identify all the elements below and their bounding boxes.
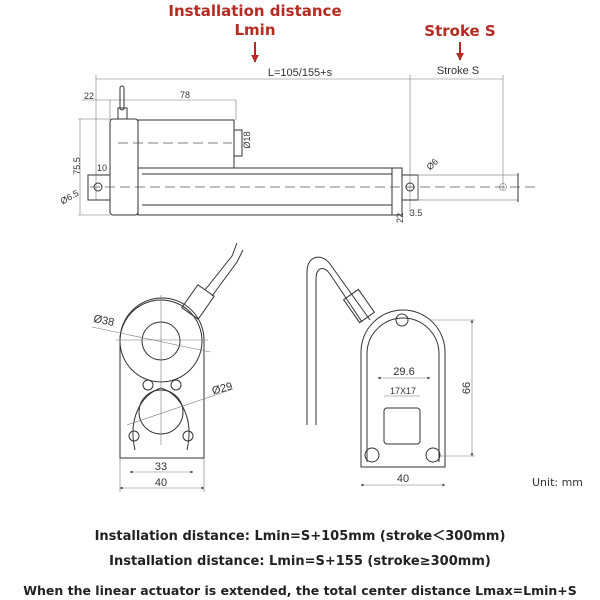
note-long-stroke: Installation distance: Lmin=S+155 (strok… [109, 554, 491, 569]
dim-40: 40 [155, 477, 167, 489]
dim-66: 66 [461, 382, 473, 394]
dim-d29: Ø29 [211, 380, 234, 397]
note-lmax: When the linear actuator is extended, th… [23, 583, 577, 598]
stroke-label: Stroke S [437, 65, 479, 77]
cable [119, 85, 125, 111]
dim-d18: Ø18 [242, 131, 252, 148]
length-label: L=105/155+s [268, 67, 333, 79]
rear-dim-40: 40 [397, 473, 409, 485]
dim-3-5: 3.5 [410, 208, 423, 218]
lmin-title: Lmin [234, 21, 275, 39]
dim-22-bottom: 22 [395, 213, 405, 223]
cable-strain-relief [181, 284, 215, 320]
rear-view: 29.6 17X17 66 40 [306, 256, 475, 487]
dim-75-5: 75.5 [72, 157, 82, 175]
dim-10: 10 [97, 163, 107, 173]
motor [137, 119, 235, 169]
dim-22-top: 22 [84, 91, 94, 101]
end-view: Ø38 Ø29 33 40 [91, 242, 244, 492]
gearbox [109, 118, 139, 216]
unit-label: Unit: mm [532, 476, 584, 489]
stroke-title: Stroke S [424, 22, 495, 40]
side-view: L=105/155+s Stroke S 22 78 75.5 10 Ø6.5 … [59, 65, 535, 223]
rear-cable-relief [342, 288, 376, 324]
dim-78: 78 [180, 90, 190, 100]
outer-tube [137, 167, 393, 216]
dim-33: 33 [155, 461, 167, 473]
dim-17x17: 17X17 [390, 386, 416, 396]
dim-d38: Ø38 [92, 313, 115, 329]
dim-29-6: 29.6 [393, 366, 414, 378]
dim-d6-5: Ø6.5 [59, 188, 81, 206]
dim-d6: Ø6 [425, 157, 441, 173]
installation-distance-title: Installation distance [168, 2, 341, 20]
note-short-stroke: Installation distance: Lmin=S+105mm (str… [94, 529, 506, 544]
